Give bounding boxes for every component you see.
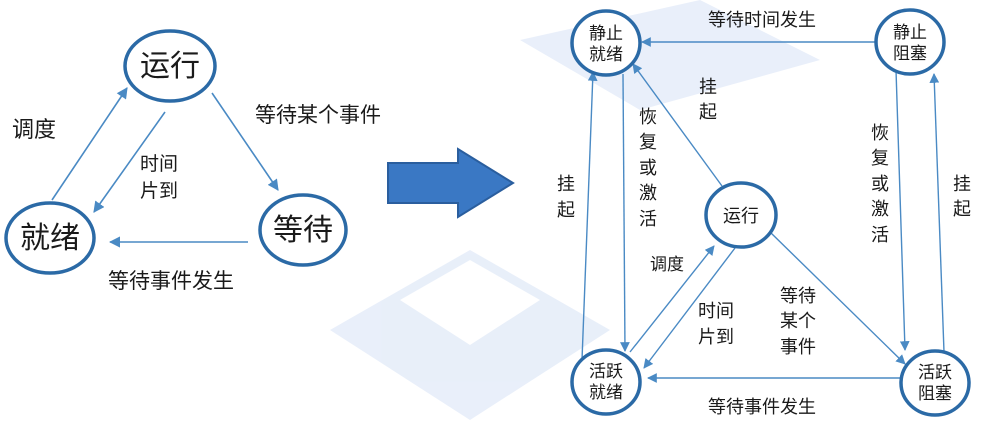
label-suspend-inner: 挂 起 xyxy=(699,77,717,123)
node-static-ready-line2: 就绪 xyxy=(589,45,623,65)
label-suspend-left-2: 起 xyxy=(557,200,575,221)
label-wait-some-event-1: 等待 xyxy=(780,286,816,307)
node-active-ready-line1: 活跃 xyxy=(589,362,623,382)
edge-ready-to-running xyxy=(51,87,128,201)
label-timeslice-2: 片到 xyxy=(140,180,178,202)
node-active-blocked-line1: 活跃 xyxy=(918,363,952,383)
label-resume-left: 恢 复 或 激 活 xyxy=(639,107,657,230)
node-ready-label: 就绪 xyxy=(20,221,80,256)
label-timeslice-1: 时间 xyxy=(140,153,178,175)
label-resume-right-1: 恢 xyxy=(871,123,889,144)
label-wait-event: 等待某个事件 xyxy=(255,103,381,127)
node-static-ready-line1: 静止 xyxy=(589,24,623,44)
label-resume-right: 恢 复 或 激 活 xyxy=(871,123,889,246)
label-timeslice-right-2: 片到 xyxy=(698,327,734,348)
node-running-right-label: 运行 xyxy=(723,206,759,227)
label-suspend-inner-1: 挂 xyxy=(699,77,717,98)
label-resume-right-5: 活 xyxy=(871,225,889,246)
node-active-blocked-line2: 阻塞 xyxy=(918,384,952,404)
node-ready: 就绪 xyxy=(4,201,96,275)
node-running-right: 运行 xyxy=(704,181,778,249)
edge-running-to-ready xyxy=(93,111,166,213)
label-wait-some-event-3: 事件 xyxy=(780,337,816,358)
edge-running-to-waiting xyxy=(211,92,279,191)
node-static-blocked: 静止 阻塞 xyxy=(874,8,946,76)
label-bottom-event-occurs: 等待事件发生 xyxy=(708,397,816,418)
label-suspend-right-2: 起 xyxy=(953,199,971,220)
label-wait-some-event-right: 等待 某个 事件 xyxy=(780,286,816,358)
edge-sready-to-aready xyxy=(620,73,630,352)
edge-running-to-ablocked xyxy=(769,231,906,365)
edge-aready-to-sready xyxy=(581,71,598,361)
label-event-occurs: 等待事件发生 xyxy=(108,269,234,293)
label-top-wait-event-occurs: 等待时间发生 xyxy=(708,10,816,31)
node-active-ready: 活跃 就绪 xyxy=(570,348,642,416)
label-suspend-right-1: 挂 xyxy=(953,174,971,195)
edge-sblocked-to-ablocked xyxy=(895,69,910,351)
label-resume-left-5: 活 xyxy=(639,209,657,230)
label-resume-right-2: 复 xyxy=(871,148,889,169)
right-diagram: 静止 就绪 静止 阻塞 运行 活跃 就绪 活跃 阻塞 等待时间发生 挂 起 xyxy=(557,8,971,418)
node-static-ready: 静止 就绪 xyxy=(570,9,642,77)
node-active-ready-line2: 就绪 xyxy=(589,383,623,403)
label-resume-left-4: 激 xyxy=(639,183,657,204)
node-static-blocked-line1: 静止 xyxy=(893,23,927,43)
label-resume-right-4: 激 xyxy=(871,199,889,220)
label-resume-right-3: 或 xyxy=(871,174,889,195)
node-waiting-label: 等待 xyxy=(273,213,333,248)
label-suspend-right: 挂 起 xyxy=(953,174,971,220)
node-active-blocked: 活跃 阻塞 xyxy=(899,349,971,417)
edge-ablocked-to-sblocked xyxy=(929,73,945,353)
node-waiting: 等待 xyxy=(258,193,348,267)
label-resume-left-1: 恢 xyxy=(639,107,657,128)
label-suspend-left: 挂 起 xyxy=(557,174,575,221)
label-suspend-left-1: 挂 xyxy=(557,174,575,195)
edge-running-to-sready xyxy=(632,63,723,187)
edge-aready-to-running xyxy=(629,245,715,353)
label-resume-left-2: 复 xyxy=(639,132,657,153)
node-static-blocked-line2: 阻塞 xyxy=(893,44,927,64)
label-timeslice-right-1: 时间 xyxy=(698,301,734,322)
edge-running-to-aready xyxy=(643,247,736,369)
label-suspend-inner-2: 起 xyxy=(699,102,717,123)
transform-arrow xyxy=(387,147,515,219)
label-timeslice-right: 时间 片到 xyxy=(698,301,734,348)
label-resume-left-3: 或 xyxy=(639,158,657,179)
left-diagram: 运行 就绪 等待 调度 时间 片到 等待某个事件 等待事件发生 xyxy=(4,29,381,293)
label-schedule-right: 调度 xyxy=(650,255,684,275)
right-edges xyxy=(581,37,945,383)
label-schedule: 调度 xyxy=(12,118,56,143)
node-running: 运行 xyxy=(123,29,217,103)
left-edges xyxy=(51,87,279,248)
label-wait-some-event-2: 某个 xyxy=(780,311,816,332)
node-running-label: 运行 xyxy=(140,49,200,84)
